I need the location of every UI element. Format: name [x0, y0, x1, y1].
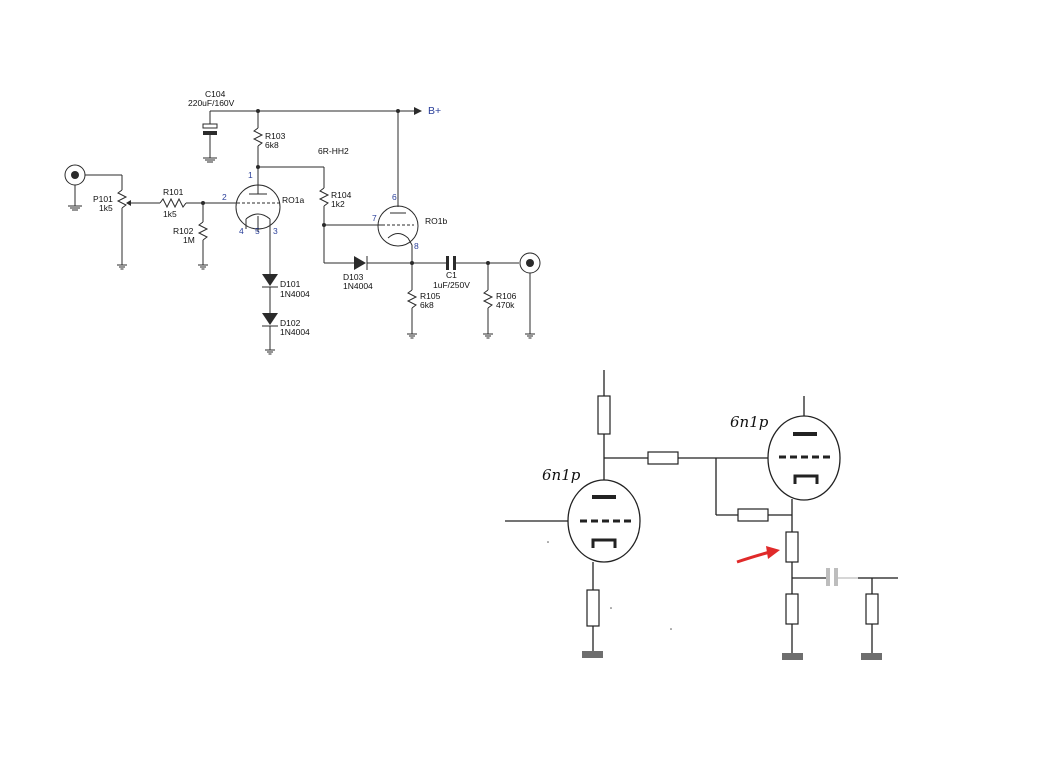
- p101-value: 1k5: [99, 203, 113, 213]
- pin-8: 8: [414, 241, 419, 251]
- top-schematic: B+ C104 220uF/160V R103 6k8 6R-HH2: [64, 89, 541, 355]
- stray-dot: [547, 541, 549, 543]
- resistor-r102: R102 1M: [173, 203, 209, 270]
- sketch-resistor-load: [865, 593, 879, 625]
- r101-value: 1k5: [163, 209, 177, 219]
- diode-d103: D103 1N4004: [343, 256, 373, 291]
- resistor-r105: R105 6k8: [406, 263, 441, 339]
- d102-ref: D102: [280, 318, 301, 328]
- b-plus-arrow-icon: [414, 107, 422, 115]
- pin-5: 5: [255, 226, 260, 236]
- pin-7: 7: [372, 213, 377, 223]
- capacitor-c1: C1 1uF/250V: [433, 256, 470, 290]
- c104-value: 220uF/160V: [188, 98, 235, 108]
- p101-ref: P101: [93, 194, 113, 204]
- d101-ref: D101: [280, 279, 301, 289]
- pin-6: 6: [392, 192, 397, 202]
- ro1a-ref: RO1a: [282, 195, 304, 205]
- resistor-r103: R103 6k8: [252, 111, 286, 167]
- r104-ref: R104: [331, 190, 352, 200]
- output-jack: [519, 252, 541, 339]
- tube-left-label: 6n1p: [542, 466, 581, 484]
- tube-ro1a: RO1a 1 2 3 4 5: [222, 170, 304, 236]
- ro1b-ref: RO1b: [425, 216, 447, 226]
- sketch-tube-right: 6n1p: [730, 413, 841, 501]
- resistor-r104: R104 1k2: [318, 167, 352, 263]
- diode-d102: D102 1N4004: [262, 313, 310, 337]
- sketch-resistor-cathode-left: [586, 589, 600, 627]
- tube-type-label: 6R-HH2: [318, 146, 349, 156]
- r105-value: 6k8: [420, 300, 434, 310]
- sketch-resistor-highlighted: [785, 531, 799, 563]
- sketch-resistor-cathode-right: [785, 593, 799, 625]
- input-jack: [64, 164, 122, 211]
- tube-right-label: 6n1p: [730, 413, 769, 431]
- pin-2: 2: [222, 192, 227, 202]
- pin-1: 1: [248, 170, 253, 180]
- bottom-sketch: 6n1p 6n1p: [505, 370, 898, 660]
- r105-ref: R105: [420, 291, 441, 301]
- capacitor-c104: C104 220uF/160V: [188, 89, 235, 163]
- resistor-r106: R106 470k: [482, 263, 517, 339]
- r103-ref: R103: [265, 131, 286, 141]
- sketch-tube-left: 6n1p: [542, 466, 641, 563]
- sketch-resistor-feedback: [737, 508, 769, 522]
- potentiometer-p101: P101 1k5: [93, 175, 160, 270]
- c1-ref: C1: [446, 270, 457, 280]
- c104-ref: C104: [205, 89, 226, 99]
- d101-value: 1N4004: [280, 289, 310, 299]
- stray-dot: [610, 607, 612, 609]
- sketch-capacitor-output: [826, 568, 838, 586]
- r102-ref: R102: [173, 226, 194, 236]
- pin-3: 3: [273, 226, 278, 236]
- r104-value: 1k2: [331, 199, 345, 209]
- tube-ro1b: RO1b 6 7 8: [372, 192, 447, 251]
- d102-value: 1N4004: [280, 327, 310, 337]
- sketch-resistor-coupling: [647, 451, 679, 465]
- sketch-resistor-anode-left: [597, 395, 611, 435]
- sketch-ground: [861, 653, 882, 660]
- pin-4: 4: [239, 226, 244, 236]
- r102-value: 1M: [183, 235, 195, 245]
- r106-value: 470k: [496, 300, 515, 310]
- resistor-r101: R101 1k5: [159, 187, 236, 219]
- stray-dot: [670, 628, 672, 630]
- r103-value: 6k8: [265, 140, 279, 150]
- sketch-ground: [582, 651, 603, 658]
- b-plus-label: B+: [428, 105, 441, 117]
- r101-ref: R101: [163, 187, 184, 197]
- diode-d101: D101 1N4004: [262, 274, 310, 299]
- d103-value: 1N4004: [343, 281, 373, 291]
- r106-ref: R106: [496, 291, 517, 301]
- d103-ref: D103: [343, 272, 364, 282]
- sketch-ground: [782, 653, 803, 660]
- c1-value: 1uF/250V: [433, 280, 470, 290]
- red-arrow-icon: [736, 546, 780, 564]
